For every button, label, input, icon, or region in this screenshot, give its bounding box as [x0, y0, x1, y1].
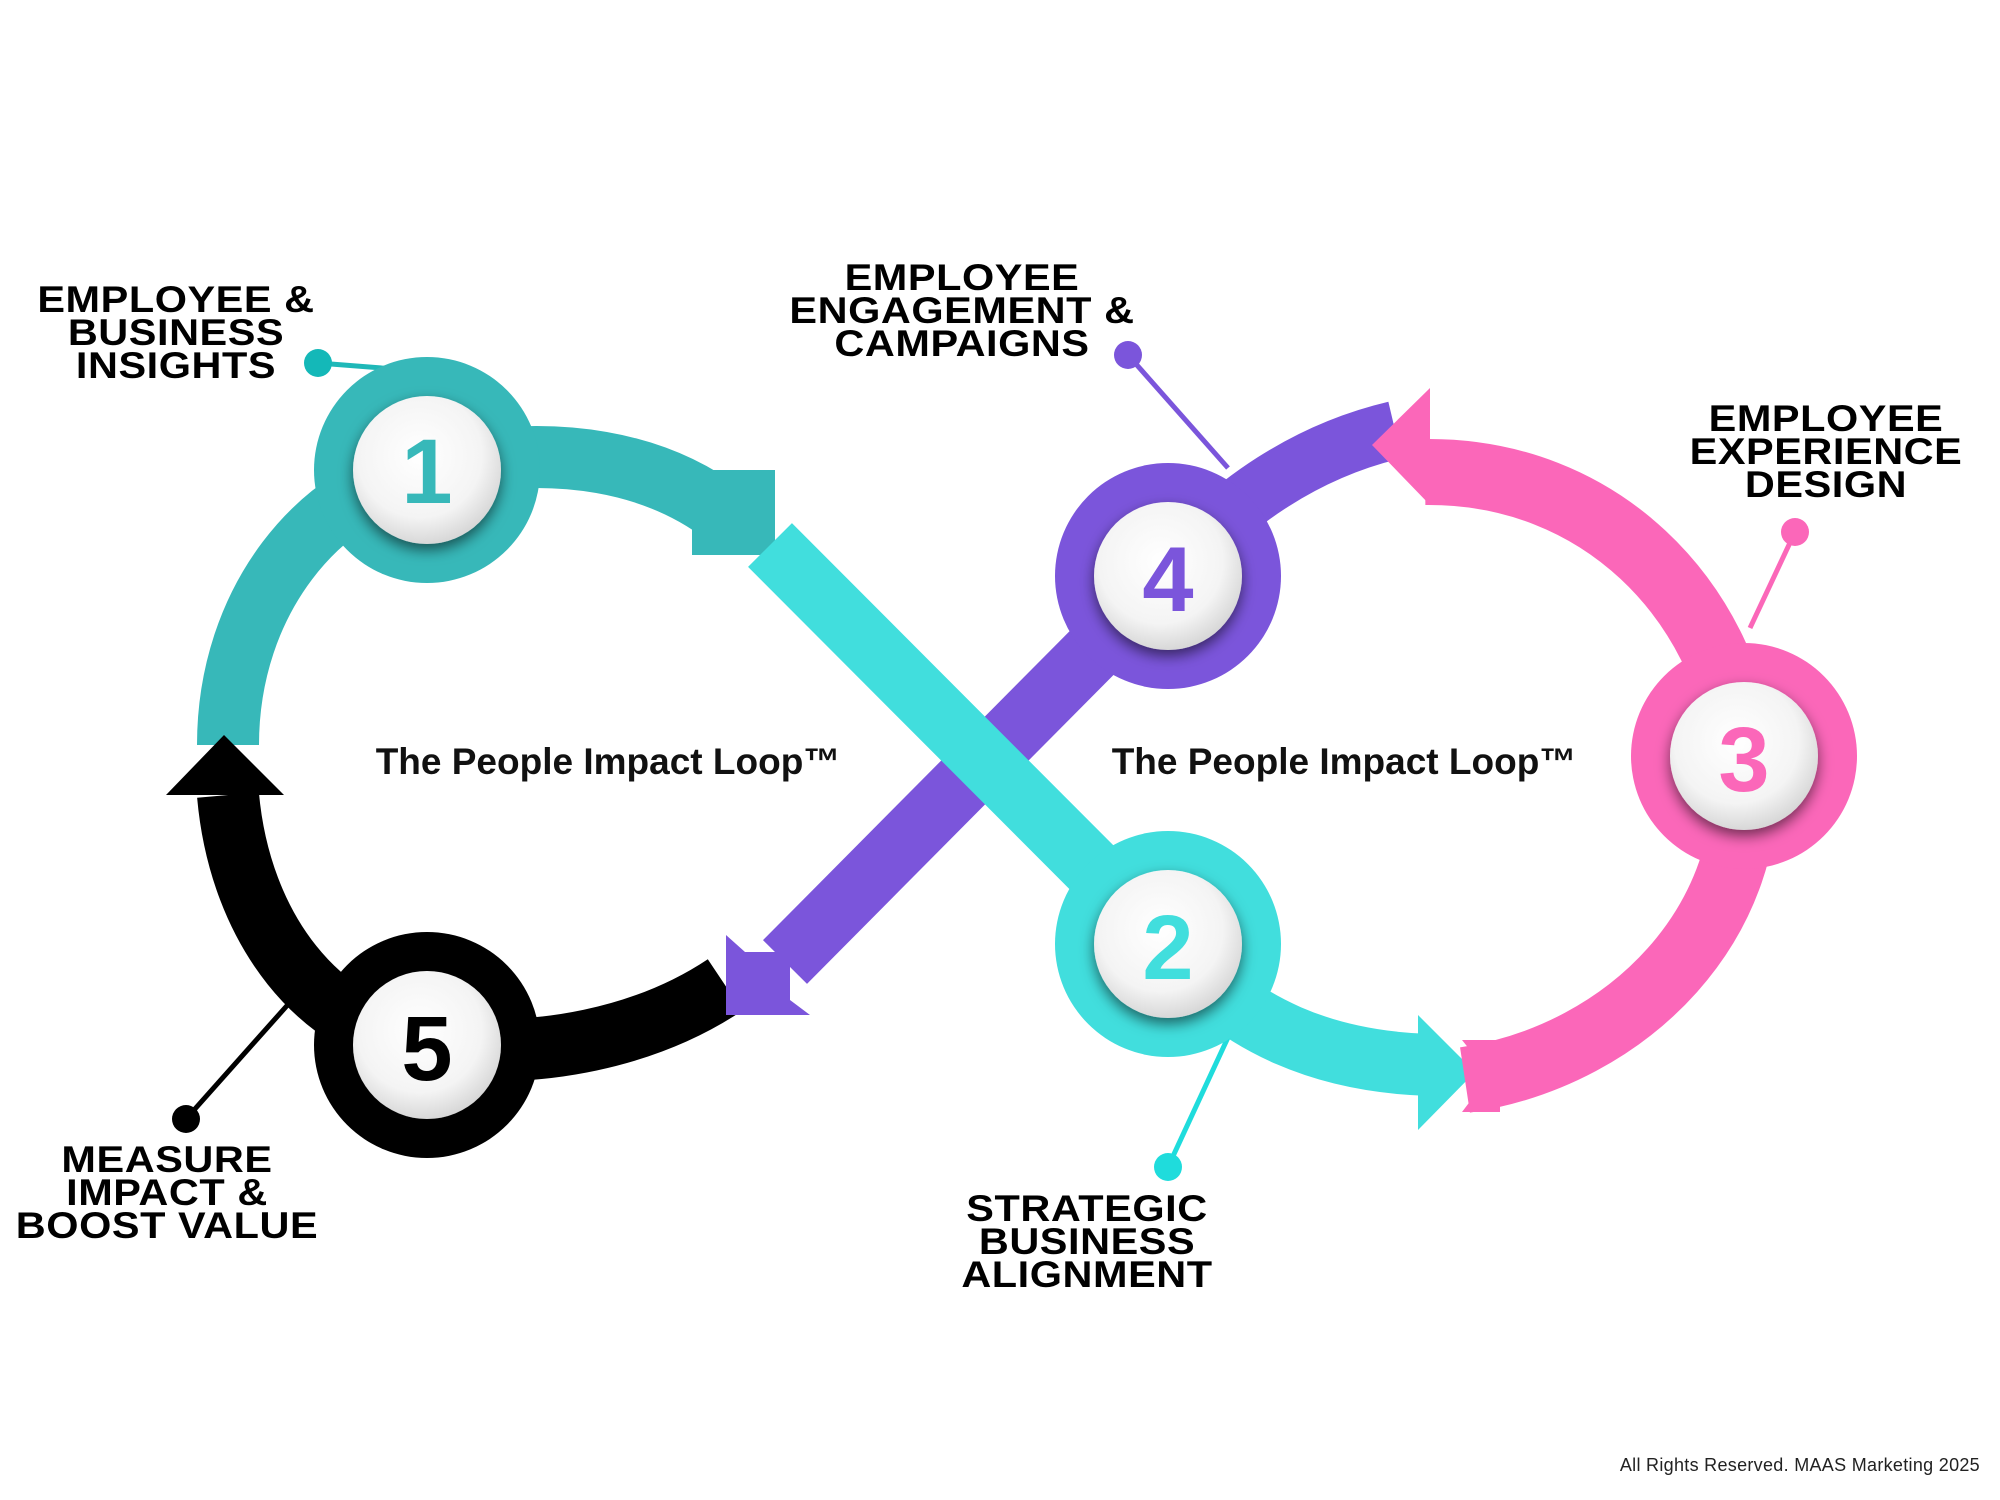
- step-3-circle: [1631, 643, 1857, 869]
- loop-title-right: The People Impact Loop™: [1111, 741, 1577, 782]
- label-line: DESIGN: [1744, 464, 1908, 505]
- teal-arrowhead-icon: [692, 470, 775, 555]
- step-5-number: 5: [401, 998, 453, 1100]
- label-line: ALIGNMENT: [961, 1254, 1213, 1295]
- label-line: EMPLOYEE &: [37, 279, 315, 320]
- label-line: ENGAGEMENT &: [789, 290, 1135, 331]
- label-line: BUSINESS: [978, 1221, 1196, 1262]
- label-line: IMPACT &: [66, 1172, 268, 1213]
- step-3-label: EMPLOYEE EXPERIENCE DESIGN: [1689, 398, 1963, 505]
- step-5-circle: [314, 932, 540, 1158]
- loop-title-left: The People Impact Loop™: [375, 741, 841, 782]
- step-2-label: STRATEGIC BUSINESS ALIGNMENT: [961, 1188, 1213, 1295]
- label-line: EXPERIENCE: [1689, 431, 1963, 472]
- step-4-number: 4: [1142, 529, 1194, 631]
- pink-arrowhead-left-icon: [1372, 388, 1430, 505]
- step-2-circle: [1055, 831, 1281, 1057]
- step-1-number: 1: [401, 421, 453, 523]
- label-line: BUSINESS: [67, 312, 285, 353]
- step-1-circle: [314, 357, 540, 583]
- step-4-circle: [1055, 463, 1281, 689]
- label-line: EMPLOYEE: [1708, 398, 1944, 439]
- black-arrowhead-up-icon: [166, 735, 284, 795]
- label-line: INSIGHTS: [75, 345, 277, 386]
- step-2-number: 2: [1142, 897, 1194, 999]
- label-line: EMPLOYEE: [844, 257, 1080, 298]
- step-4-label: EMPLOYEE ENGAGEMENT & CAMPAIGNS: [789, 257, 1135, 364]
- step-3-number: 3: [1718, 709, 1770, 811]
- step-1-label: EMPLOYEE & BUSINESS INSIGHTS: [37, 279, 315, 386]
- step-5-label: MEASURE IMPACT & BOOST VALUE: [15, 1139, 319, 1246]
- label-line: STRATEGIC: [966, 1188, 1208, 1229]
- purple-arrowhead-icon: [726, 935, 810, 1015]
- copyright-footer: All Rights Reserved. MAAS Marketing 2025: [1619, 1455, 1980, 1475]
- label-line: MEASURE: [61, 1139, 273, 1180]
- teal-arrowhead-right-icon: [1418, 1015, 1475, 1130]
- label-line: CAMPAIGNS: [834, 323, 1090, 364]
- pink-tail-notch: [1462, 1040, 1500, 1112]
- label-line: BOOST VALUE: [15, 1205, 319, 1246]
